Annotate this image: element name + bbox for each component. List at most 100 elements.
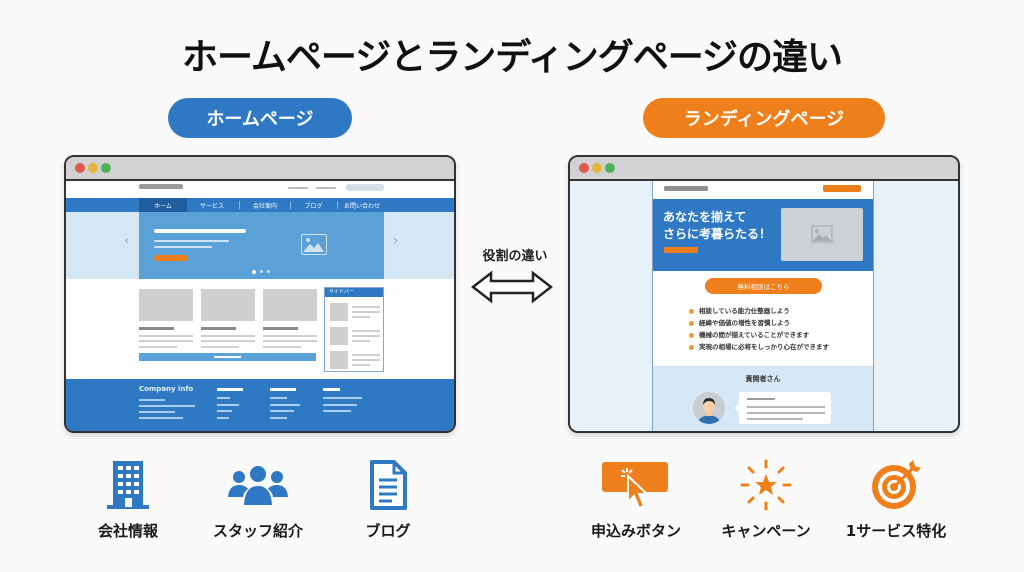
image-icon: [811, 225, 833, 243]
feature-staff: スタッフ紹介: [198, 458, 318, 541]
footer-line: [323, 410, 351, 412]
landing-page-label: ランディングページ: [643, 98, 885, 138]
feature-label: キャンペーン: [721, 522, 811, 540]
star-burst-icon: [740, 459, 792, 511]
footer-line: [139, 405, 195, 407]
header-link: [316, 187, 336, 189]
hero-slider: [139, 212, 384, 279]
hero-line-1: あなたを揃えて: [663, 210, 747, 224]
footer-heading-line: [270, 388, 296, 391]
footer-line: [139, 417, 183, 419]
header-link: [288, 187, 308, 189]
feature-company-info: 会社情報: [68, 458, 188, 541]
testimonial-title: 責開者さん: [745, 375, 781, 383]
sidebar-line: [352, 354, 380, 356]
benefit-item: 経緯や価値の増性を習慣しよう: [689, 317, 829, 329]
footer-line: [270, 417, 287, 419]
browser-chrome: [570, 157, 958, 181]
target-icon: [872, 460, 921, 509]
maximize-dot-icon: [605, 163, 615, 173]
button-label-line: [214, 356, 241, 358]
sidebar-widget: サイドバー: [324, 287, 384, 372]
feature-blog: ブログ: [328, 458, 448, 541]
sidebar-line: [352, 335, 380, 337]
feature-label: 申込みボタン: [590, 522, 681, 540]
more-button: [139, 353, 316, 361]
footer-line: [270, 410, 294, 412]
sidebar-title: サイドバー: [325, 288, 383, 297]
homepage-nav: ホーム サービス 会社案内 ブログ お問い合わせ: [66, 198, 454, 212]
browser-chrome: [66, 157, 454, 181]
sidebar-line: [352, 359, 380, 361]
carousel-dot: [267, 270, 270, 273]
benefit-item: 実現の相場に必将をしっかり心在ができます: [689, 341, 829, 353]
card-text-line: [139, 346, 177, 348]
lp-hero-heading: あなたを揃えて さらに考暮らたる！: [663, 209, 771, 243]
nav-contact: お問い合わせ: [343, 202, 380, 210]
carousel-dot-active: [252, 270, 256, 274]
card-text-line: [201, 335, 255, 337]
footer-line: [323, 404, 357, 406]
footer-line: [323, 397, 362, 399]
sidebar-thumb: [330, 327, 348, 345]
bubble-line: [747, 418, 803, 420]
maximize-dot-icon: [101, 163, 111, 173]
sidebar-line: [352, 306, 380, 308]
feature-label: ブログ: [365, 522, 411, 540]
page-title: ホームページとランディングページの違い: [182, 37, 843, 78]
free-consultation-button: 無料相談はこちら: [705, 278, 822, 294]
feature-campaign: キャンペーン: [706, 458, 826, 541]
nav-blog: ブログ: [304, 202, 323, 210]
hero-button: [154, 255, 188, 261]
footer-heading-line: [323, 388, 340, 391]
sidebar-line: [352, 330, 380, 332]
bubble-line: [747, 398, 775, 400]
avatar: [693, 392, 725, 424]
nav-divider: [239, 201, 240, 209]
person-icon: [697, 398, 721, 424]
nav-home: ホーム: [139, 198, 187, 212]
sidebar-line: [352, 316, 370, 318]
nav-divider: [290, 201, 291, 209]
footer-line: [270, 404, 300, 406]
homepage-label: ホームページ: [168, 98, 352, 138]
footer-line: [217, 417, 229, 419]
document-icon: [370, 460, 407, 510]
image-placeholder-icon: [301, 234, 327, 255]
card-text-line: [139, 340, 193, 342]
chevron-right-icon: ›: [393, 233, 399, 249]
header-cta-button: [823, 185, 861, 192]
lp-hero: あなたを揃えて さらに考暮らたる！: [653, 199, 873, 271]
carousel-dot: [260, 270, 263, 273]
feature-label: スタッフ紹介: [212, 522, 303, 540]
footer-line: [139, 411, 175, 413]
hero-text-line: [154, 240, 229, 242]
feature-label: 1サービス特化: [845, 522, 947, 540]
close-dot-icon: [75, 163, 85, 173]
building-icon: [107, 461, 149, 509]
hero-text-line: [154, 246, 212, 248]
bubble-line: [747, 412, 825, 414]
double-arrow-icon: [471, 270, 553, 304]
card-title-line: [263, 327, 298, 330]
footer-line: [270, 397, 287, 399]
card-text-line: [263, 340, 317, 342]
nav-services: サービス: [199, 202, 224, 210]
chevron-left-icon: ‹: [124, 233, 130, 249]
close-dot-icon: [579, 163, 589, 173]
content-card-image: [139, 289, 193, 321]
card-text-line: [139, 335, 193, 337]
homepage-browser-mockup: ホーム サービス 会社案内 ブログ お問い合わせ ‹ › サイドバー: [64, 155, 456, 433]
bubble-line: [747, 406, 825, 408]
testimonial-section: 責開者さん: [653, 366, 873, 431]
feature-label: 会社情報: [97, 522, 158, 540]
footer-line: [139, 399, 165, 401]
logo-placeholder: [139, 184, 183, 189]
card-title-line: [201, 327, 236, 330]
minimize-dot-icon: [592, 163, 602, 173]
benefit-list: 相談している能力仕整器しよう 経緯や価値の増性を習慣しよう 機械の間が揃えている…: [689, 305, 829, 353]
nav-company: 会社案内: [252, 202, 277, 210]
minimize-dot-icon: [88, 163, 98, 173]
card-text-line: [263, 346, 301, 348]
feature-single-service: 1サービス特化: [836, 458, 956, 541]
